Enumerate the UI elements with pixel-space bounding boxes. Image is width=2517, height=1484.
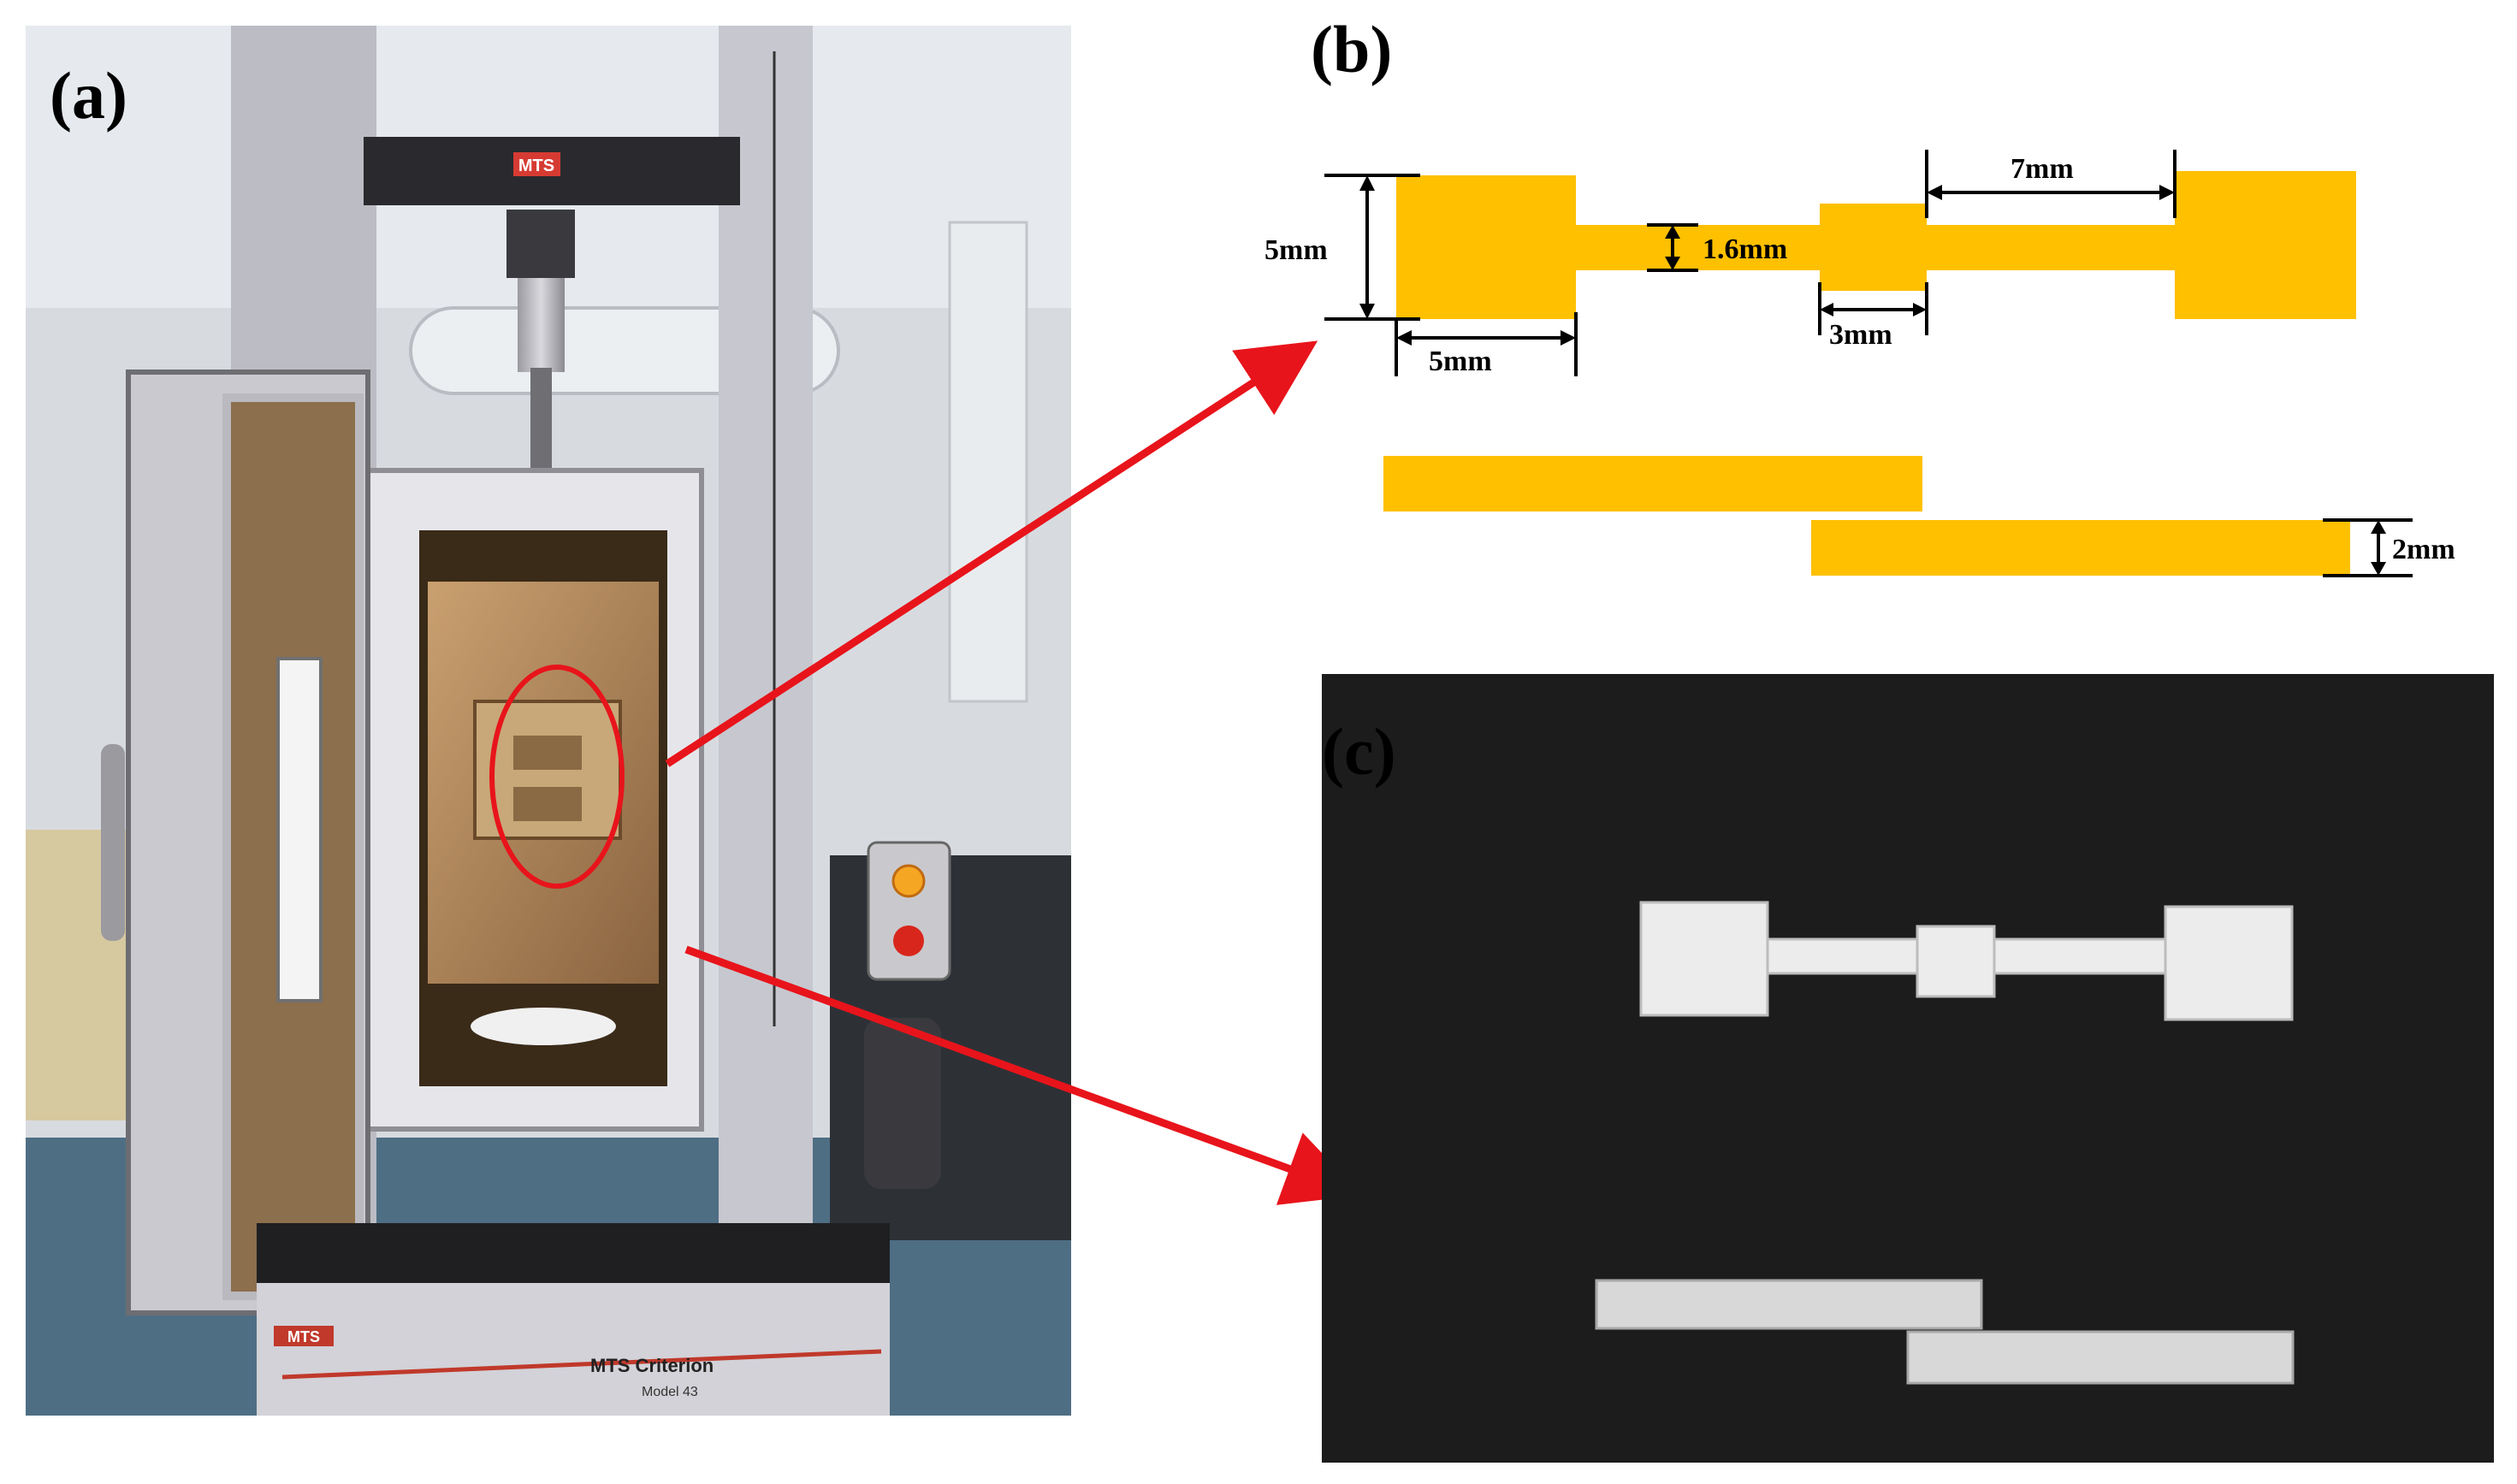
panel-c-label: (c) <box>1322 714 1396 789</box>
arrow-to-specimen-photo <box>684 945 1362 1205</box>
panel-a-photo: MTS MTS MTS Criterion Model 43 <box>26 26 1071 1416</box>
dim-thickness: 2mm <box>2392 534 2455 565</box>
frame-model-text: MTS Criterion <box>590 1355 714 1376</box>
dim-grip-height: 5mm <box>1264 234 1328 266</box>
dimension-lines <box>1324 150 2413 577</box>
svg-text:MTS: MTS <box>518 157 554 175</box>
specimen-photo-top <box>1639 901 2294 1021</box>
panel-b-label: (b) <box>1311 12 1392 86</box>
dim-neck-width: 1.6mm <box>1703 234 1787 265</box>
dim-center-block: 3mm <box>1829 319 1892 351</box>
dimension-arrowheads <box>1359 175 2386 576</box>
specimen-highlight-ellipse <box>489 665 625 889</box>
mts-base-logo <box>274 1326 334 1346</box>
svg-text:MTS: MTS <box>287 1328 320 1345</box>
dim-grip-length: 5mm <box>1429 346 1492 377</box>
specimen-top-view <box>1396 171 2356 319</box>
specimen-photo-side <box>1595 1279 2295 1385</box>
specimen-side-view <box>1383 456 2350 576</box>
dim-gauge-length: 7mm <box>2011 153 2074 185</box>
arrow-to-schematic <box>665 340 1318 767</box>
mts-crosshead-logo <box>513 152 560 176</box>
frame-model-number-text: Model 43 <box>642 1385 698 1399</box>
panel-a-label: (a) <box>50 58 127 133</box>
